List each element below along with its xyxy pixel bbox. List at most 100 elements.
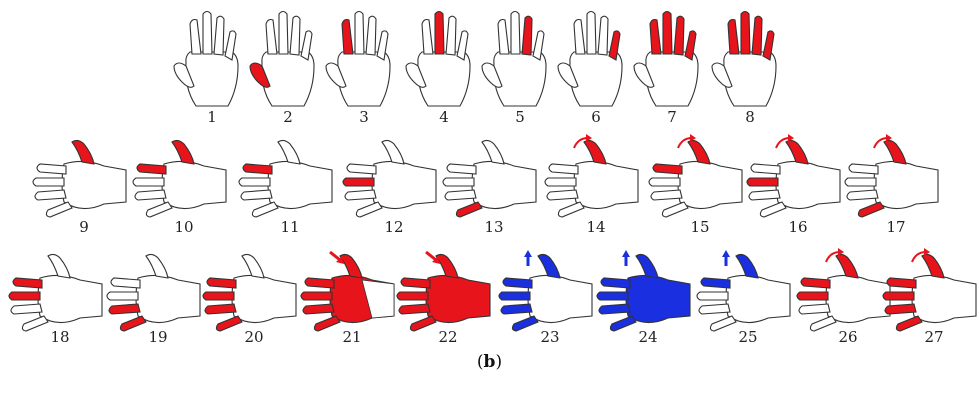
- palm: [726, 275, 790, 322]
- little-finger: [252, 202, 278, 217]
- middle-finger: [239, 178, 270, 186]
- motion-arrow: [426, 252, 440, 264]
- ring-finger: [345, 190, 376, 200]
- thumb-finger: [636, 254, 658, 278]
- middle-finger: [747, 178, 778, 186]
- panel-label: 17: [886, 218, 905, 236]
- middle-finger: [797, 292, 828, 300]
- index-finger: [887, 278, 916, 288]
- panel-label: 1: [207, 108, 217, 126]
- hand-panel-4: [406, 12, 470, 107]
- palm: [570, 52, 622, 106]
- little-finger: [558, 202, 584, 217]
- ring-finger: [501, 304, 532, 314]
- ring-finger: [366, 16, 376, 55]
- panel-label: 15: [690, 218, 709, 236]
- middle-finger: [9, 292, 40, 300]
- index-finger: [701, 278, 730, 288]
- panel-label: 11: [280, 218, 299, 236]
- motion-arrow: [330, 252, 344, 264]
- palm: [912, 275, 976, 322]
- panel-label: 13: [484, 218, 503, 236]
- panel-label: 27: [924, 328, 943, 346]
- palm: [724, 52, 776, 106]
- index-finger: [207, 278, 236, 288]
- index-finger: [13, 278, 42, 288]
- ring-finger: [109, 304, 140, 314]
- hand-panel-19: [107, 254, 200, 331]
- middle-finger: [435, 12, 444, 55]
- thumb-finger: [922, 254, 944, 278]
- index-finger: [447, 164, 476, 174]
- index-finger: [401, 278, 430, 288]
- ring-finger: [799, 304, 830, 314]
- palm: [136, 275, 200, 322]
- index-finger: [305, 278, 334, 288]
- ring-finger: [651, 190, 682, 200]
- little-finger: [662, 202, 688, 217]
- hand-panel-24: [597, 250, 690, 331]
- motion-arrow: [524, 250, 532, 266]
- hand-panel-2: [250, 12, 314, 107]
- ring-finger: [214, 16, 224, 55]
- palm: [338, 52, 390, 106]
- index-finger: [801, 278, 830, 288]
- middle-finger: [443, 178, 474, 186]
- index-finger: [347, 164, 376, 174]
- hand-panel-9: [33, 140, 126, 217]
- middle-finger: [649, 178, 680, 186]
- caption-open: (: [477, 352, 484, 372]
- panel-label: 14: [586, 218, 605, 236]
- hand-panel-7: [634, 12, 698, 107]
- middle-finger: [587, 12, 596, 55]
- middle-finger: [133, 178, 164, 186]
- middle-finger: [663, 12, 672, 55]
- thumb-finger: [172, 140, 194, 164]
- index-finger: [422, 20, 433, 55]
- thumb-finger: [242, 254, 264, 278]
- palm: [186, 52, 238, 106]
- palm: [418, 52, 470, 106]
- thumb-finger: [340, 254, 362, 278]
- middle-finger: [203, 292, 234, 300]
- ring-finger: [11, 304, 42, 314]
- middle-finger: [355, 12, 364, 55]
- ring-finger: [674, 16, 684, 55]
- hand-panel-1: [174, 12, 238, 107]
- hand-panel-10: [133, 140, 226, 217]
- panel-label: 4: [439, 108, 449, 126]
- ring-finger: [699, 304, 730, 314]
- palm: [372, 161, 436, 208]
- index-finger: [574, 20, 585, 55]
- hand-panel-27: [883, 248, 976, 331]
- ring-finger: [446, 16, 456, 55]
- hand-panel-6: [558, 12, 622, 107]
- hand-panel-23: [499, 250, 592, 331]
- ring-finger: [303, 304, 334, 314]
- little-finger: [410, 316, 436, 331]
- thumb-finger: [688, 140, 710, 164]
- ring-finger: [35, 190, 66, 200]
- palm: [678, 161, 742, 208]
- panel-label: 2: [283, 108, 293, 126]
- panel-label: 26: [838, 328, 857, 346]
- hand-panel-5: [482, 12, 546, 107]
- ring-finger: [241, 190, 272, 200]
- hand-panel-14: [545, 134, 638, 217]
- palm: [62, 161, 126, 208]
- palm: [874, 161, 938, 208]
- index-finger: [549, 164, 578, 174]
- index-finger: [266, 20, 277, 55]
- panel-label: 18: [50, 328, 69, 346]
- index-finger: [137, 164, 166, 174]
- little-finger: [146, 202, 172, 217]
- ring-finger: [547, 190, 578, 200]
- hand-panel-17: [845, 134, 938, 217]
- palm: [38, 275, 102, 322]
- index-finger: [653, 164, 682, 174]
- little-finger: [896, 316, 922, 331]
- panel-label: 24: [638, 328, 657, 346]
- middle-finger: [545, 178, 576, 186]
- middle-finger: [203, 12, 212, 55]
